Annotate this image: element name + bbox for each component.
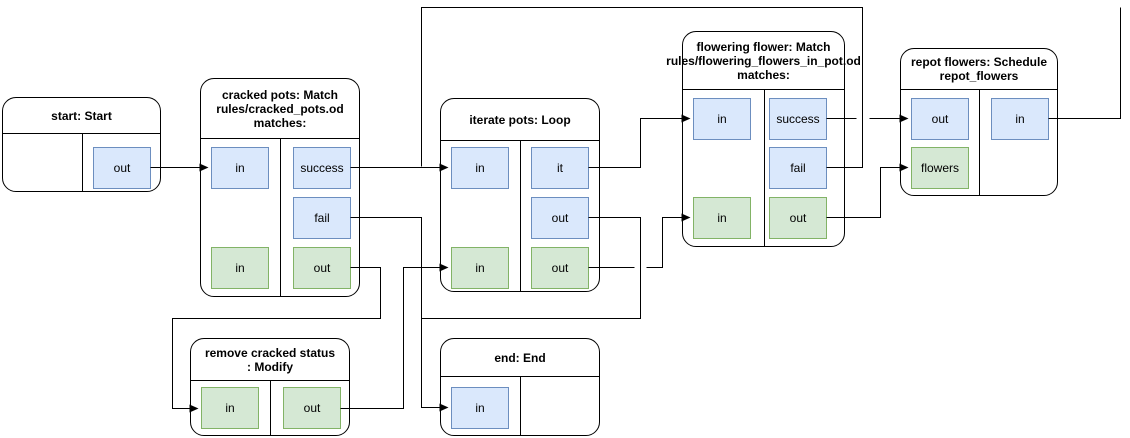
node-title-line: repot_flowers: [939, 69, 1019, 83]
port-out-data[interactable]: out: [769, 197, 827, 239]
port-out-data[interactable]: out: [283, 387, 341, 429]
port-in-exec[interactable]: in: [991, 98, 1049, 140]
port-success-exec[interactable]: success: [293, 147, 351, 189]
port-in-exec[interactable]: in: [211, 147, 269, 189]
node-title: remove cracked status: Modify: [191, 339, 349, 381]
node-title: end: End: [441, 339, 599, 377]
port-it-exec[interactable]: it: [531, 147, 589, 189]
port-in-exec[interactable]: in: [693, 98, 751, 140]
port-out-data[interactable]: out: [293, 247, 351, 289]
column-divider: [81, 134, 83, 191]
column-divider: [763, 90, 765, 246]
port-success-exec[interactable]: success: [769, 98, 827, 140]
edge-cracked-fail_to_end-in[interactable]: [350, 217, 449, 412]
node-title: start: Start: [3, 98, 160, 134]
node-title: iterate pots: Loop: [441, 99, 599, 141]
port-flowers-data[interactable]: flowers: [911, 147, 969, 189]
column-divider: [270, 381, 271, 435]
node-title-line: : Modify: [247, 359, 293, 374]
node-title-line: matches:: [253, 115, 307, 130]
node-title-line: matches:: [737, 67, 790, 82]
port-in-exec[interactable]: in: [451, 147, 509, 189]
port-in-exec[interactable]: in: [451, 387, 509, 429]
port-fail-exec[interactable]: fail: [769, 147, 827, 189]
node-title-line: iterate pots: Loop: [469, 112, 571, 127]
edge-repot-in_loopback_right[interactable]: [1048, 7, 1121, 119]
port-in-data[interactable]: in: [451, 247, 509, 289]
node-title-line: start: Start: [51, 108, 112, 123]
port-out-exec[interactable]: out: [531, 197, 589, 239]
column-divider: [979, 90, 980, 195]
port-out-exec[interactable]: out: [93, 147, 151, 189]
node-title-line: cracked pots: Match: [221, 87, 339, 102]
edge-iterate-it_to_flowering-in[interactable]: [588, 114, 691, 168]
port-out-data[interactable]: out: [531, 247, 589, 289]
port-in-data[interactable]: in: [211, 247, 269, 289]
port-in-data[interactable]: in: [693, 197, 751, 239]
port-fail-exec[interactable]: fail: [293, 197, 351, 239]
node-title-line: remove cracked status: [204, 345, 336, 360]
column-divider: [520, 377, 521, 435]
node-title-line: rules/flowering_flowers_in_pot.od: [666, 53, 861, 68]
port-out-exec[interactable]: out: [911, 98, 969, 140]
node-end[interactable]: end: End in: [440, 338, 600, 436]
node-title-line: repot flowers: Schedule: [910, 55, 1048, 69]
column-divider: [520, 141, 521, 291]
column-divider: [280, 139, 281, 296]
node-title-line: flowering flower: Match: [696, 39, 831, 54]
node-start[interactable]: start: Start out: [2, 97, 161, 192]
port-in-data[interactable]: in: [201, 387, 259, 429]
node-title-line: end: End: [494, 350, 546, 365]
node-title-line: rules/cracked_pots.od: [216, 101, 344, 116]
